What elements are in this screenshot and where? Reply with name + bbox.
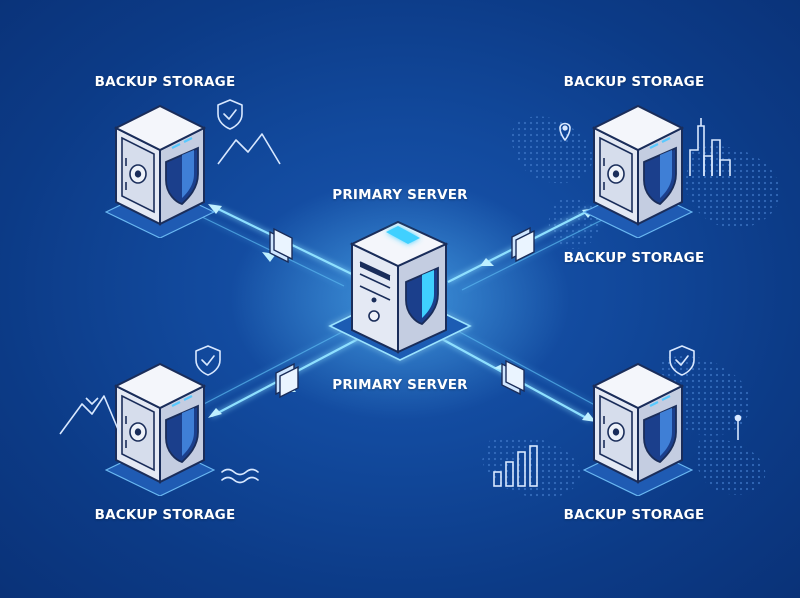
safe-icon-top-left xyxy=(105,104,215,238)
bar-chart-icon xyxy=(493,445,538,487)
backup-storage-label-top-left: BACKUP STORAGE xyxy=(94,74,236,90)
backup-storage-label-mid-right: BACKUP STORAGE xyxy=(563,250,705,266)
backup-storage-label-bottom-right: BACKUP STORAGE xyxy=(563,507,705,523)
backup-storage-label-bottom-left: BACKUP STORAGE xyxy=(94,507,236,523)
backup-storage-label-top-right: BACKUP STORAGE xyxy=(563,74,705,90)
map-pin-icon xyxy=(559,122,742,440)
server-icon xyxy=(328,220,472,361)
check-shield-icon xyxy=(195,99,695,376)
city-icon xyxy=(689,118,731,176)
safe-icon-bottom-left xyxy=(105,362,215,496)
folder-icon xyxy=(269,226,535,399)
wave-icon xyxy=(221,468,259,484)
safe-icon-top-right xyxy=(583,104,693,238)
primary-server-label-top: PRIMARY SERVER xyxy=(332,187,468,203)
safe-icon-bottom-right xyxy=(583,362,693,496)
mountain-icon xyxy=(59,133,281,435)
primary-server-label-bottom: PRIMARY SERVER xyxy=(332,377,468,393)
